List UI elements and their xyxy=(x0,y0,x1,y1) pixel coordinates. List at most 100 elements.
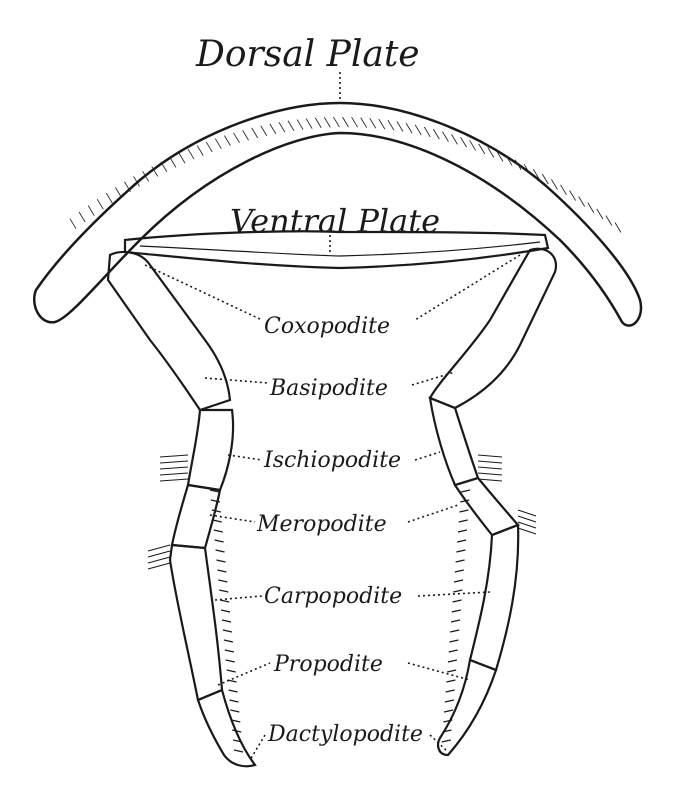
hatch-stroke xyxy=(460,499,470,503)
dorsal-plate xyxy=(33,101,643,327)
label-basipodite: Basipodite xyxy=(269,376,388,401)
hatch-stroke xyxy=(614,222,622,233)
hatch-stroke xyxy=(551,179,558,190)
hatch-stroke xyxy=(215,549,225,553)
ventral-plate xyxy=(123,230,550,270)
hatch-stroke xyxy=(360,117,368,128)
hatch-stroke xyxy=(69,218,77,229)
hatch-stroke xyxy=(452,599,462,603)
hatch-stroke xyxy=(532,168,540,180)
hatch-stroke xyxy=(224,649,234,653)
hatch-stroke xyxy=(232,729,242,733)
label-dactylopodite: Dactylopodite xyxy=(267,722,423,747)
hatch-stroke xyxy=(454,569,464,573)
hatch-stroke xyxy=(514,159,522,170)
hatch-stroke xyxy=(147,544,171,552)
labels: Dorsal Plate Ventral Plate Coxopodite Ba… xyxy=(195,34,440,747)
hatch-stroke xyxy=(587,202,595,213)
hatch-stroke xyxy=(517,509,537,517)
hatch-stroke xyxy=(225,659,235,663)
left-leg xyxy=(106,250,257,768)
hatch-stroke xyxy=(432,128,440,140)
hatch-stroke xyxy=(187,148,195,160)
hatch-stroke xyxy=(159,454,189,458)
hatch-stroke xyxy=(469,140,477,151)
hatch-stroke xyxy=(460,489,471,493)
hatch-stroke xyxy=(517,527,537,535)
hatch-stroke xyxy=(147,550,171,558)
hatch-stroke xyxy=(351,116,358,128)
hatch-stroke xyxy=(224,135,231,146)
hatch-stroke xyxy=(105,192,113,204)
hatch-stroke xyxy=(451,134,458,145)
hatch-stroke xyxy=(151,166,159,177)
hatch-stroke xyxy=(414,124,422,136)
hatch-stroke xyxy=(209,489,220,493)
hatch-stroke xyxy=(453,589,463,593)
hatch-stroke xyxy=(213,529,223,533)
hatch-stroke xyxy=(596,208,604,220)
hatch-stroke xyxy=(405,122,413,134)
hatch-stroke xyxy=(423,126,431,138)
hatch-stroke xyxy=(517,515,537,523)
hatch-stroke xyxy=(396,121,404,132)
hatch-stroke xyxy=(196,145,204,156)
hatch-stroke xyxy=(458,519,468,523)
hatch-stroke xyxy=(605,215,613,226)
hatch-stroke xyxy=(333,116,340,128)
hatch-stroke xyxy=(477,454,503,458)
label-coxopodite: Coxopodite xyxy=(264,314,390,339)
hatch-stroke xyxy=(147,562,171,570)
label-ventral-plate: Ventral Plate xyxy=(230,202,440,240)
hatch-stroke xyxy=(223,639,234,643)
hatch-stroke xyxy=(147,556,171,564)
label-meropodite: Meropodite xyxy=(256,512,387,537)
hatch-stroke xyxy=(133,176,140,187)
hatch-stroke xyxy=(242,130,249,141)
hatch-stroke xyxy=(456,549,466,553)
hatch-stroke xyxy=(387,119,395,131)
hatch-stroke xyxy=(457,529,468,533)
hatch-stroke xyxy=(378,118,386,130)
hatch-stroke xyxy=(517,521,537,529)
hatch-stroke xyxy=(441,739,451,743)
hatch-stroke xyxy=(160,161,168,173)
hatch-stroke xyxy=(505,155,513,166)
hatch-stroke xyxy=(231,719,241,723)
hatch-stroke xyxy=(305,118,313,129)
hatch-stroke xyxy=(214,138,222,149)
hatch-stroke xyxy=(448,649,458,653)
hatch-stroke xyxy=(178,152,186,164)
hatch-stroke xyxy=(447,669,457,673)
hatch-stroke xyxy=(296,119,304,130)
hatch-stroke xyxy=(220,609,231,613)
hatch-stroke xyxy=(169,157,177,168)
hatch-stroke xyxy=(228,689,238,693)
hatch-stroke xyxy=(96,198,104,210)
hatch-stroke xyxy=(211,509,221,513)
hatch-stroke xyxy=(287,120,295,132)
hatch-stroke xyxy=(251,127,259,139)
hatch-stroke xyxy=(233,749,244,753)
label-ischiopodite: Ischiopodite xyxy=(263,448,401,473)
hatch-stroke xyxy=(142,171,150,182)
hatch-stroke xyxy=(227,679,237,683)
hatch-stroke xyxy=(219,589,229,593)
hatch-stroke xyxy=(560,184,567,196)
label-dorsal-plate: Dorsal Plate xyxy=(195,34,420,75)
hatch-stroke xyxy=(229,699,239,703)
hatch-stroke xyxy=(450,619,461,623)
leader-lines xyxy=(144,72,521,761)
hatch-stroke xyxy=(159,460,189,464)
hatch-stroke xyxy=(205,141,213,153)
hatch-stroke xyxy=(460,137,467,148)
hatch-stroke xyxy=(159,472,189,476)
hatch-stroke xyxy=(269,123,277,135)
hatch-stroke xyxy=(477,460,503,464)
hatch-stroke xyxy=(314,117,322,129)
hatch-stroke xyxy=(214,539,224,543)
hatch-stroke xyxy=(443,719,453,723)
hatch-stroke xyxy=(453,579,464,583)
hatch-stroke xyxy=(496,151,504,162)
